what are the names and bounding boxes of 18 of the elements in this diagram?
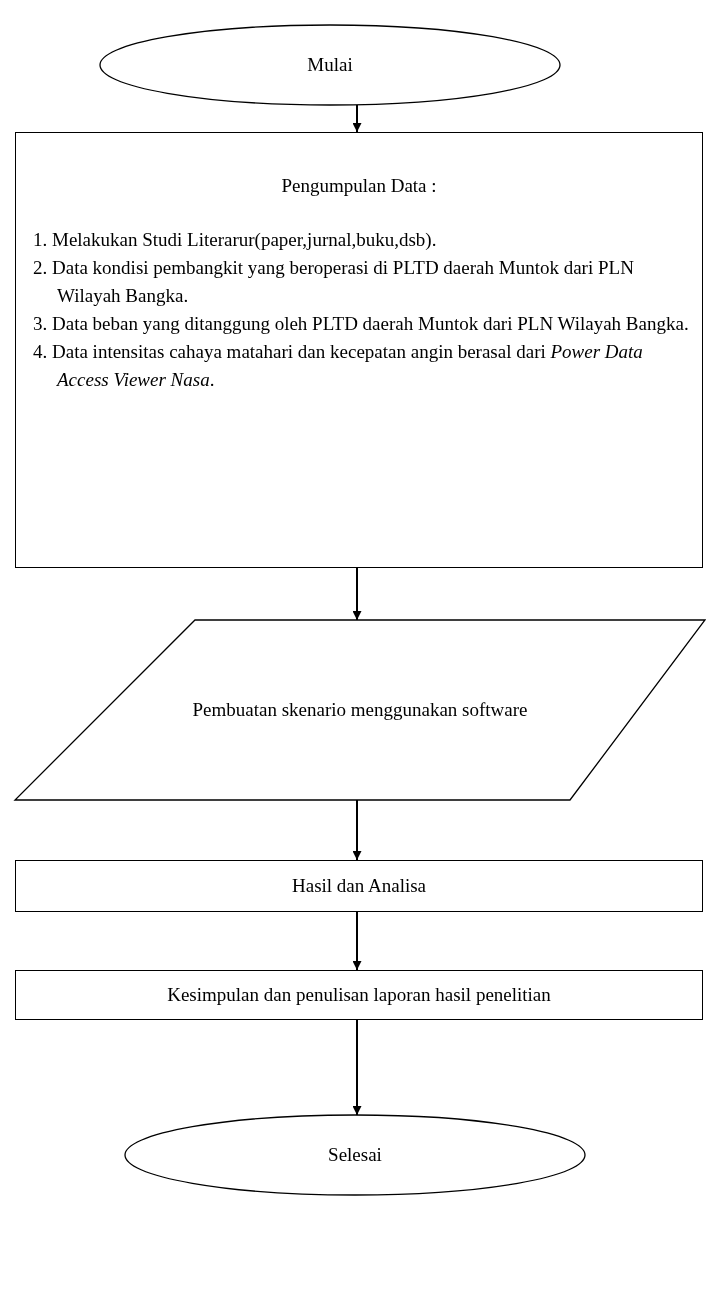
node-label: Hasil dan Analisa	[291, 874, 427, 898]
list-item: 1. Melakukan Studi Literarur(paper,jurnal,buku,dsb).	[32, 228, 438, 252]
arrow	[352, 1019, 362, 1116]
arrow	[352, 911, 362, 971]
list-item: 3. Data beban yang ditanggung oleh PLTD daerah Muntok dari PLN Wilayah Bangka.	[32, 312, 690, 336]
list-item: 4. Data intensitas cahaya matahari dan kecepatan angin berasal dari Power Data Access Viewer Nasa.	[32, 340, 644, 392]
process-box	[15, 860, 703, 912]
node-label: Selesai	[327, 1143, 383, 1167]
heading: Pengumpulan Data :	[280, 174, 438, 198]
node-label: Mulai	[306, 53, 354, 77]
process-box	[15, 132, 703, 568]
arrow	[352, 799, 362, 861]
process-box	[15, 970, 703, 1020]
list-item: 2. Data kondisi pembangkit yang beroperasi di PLTD daerah Muntok dari PLN Wilayah Bangka.	[32, 256, 635, 308]
arrow	[352, 104, 362, 133]
arrow	[352, 567, 362, 621]
node-label: Kesimpulan dan penulisan laporan hasil penelitian	[166, 983, 552, 1007]
node-label: Pembuatan skenario menggunakan software	[191, 698, 529, 722]
